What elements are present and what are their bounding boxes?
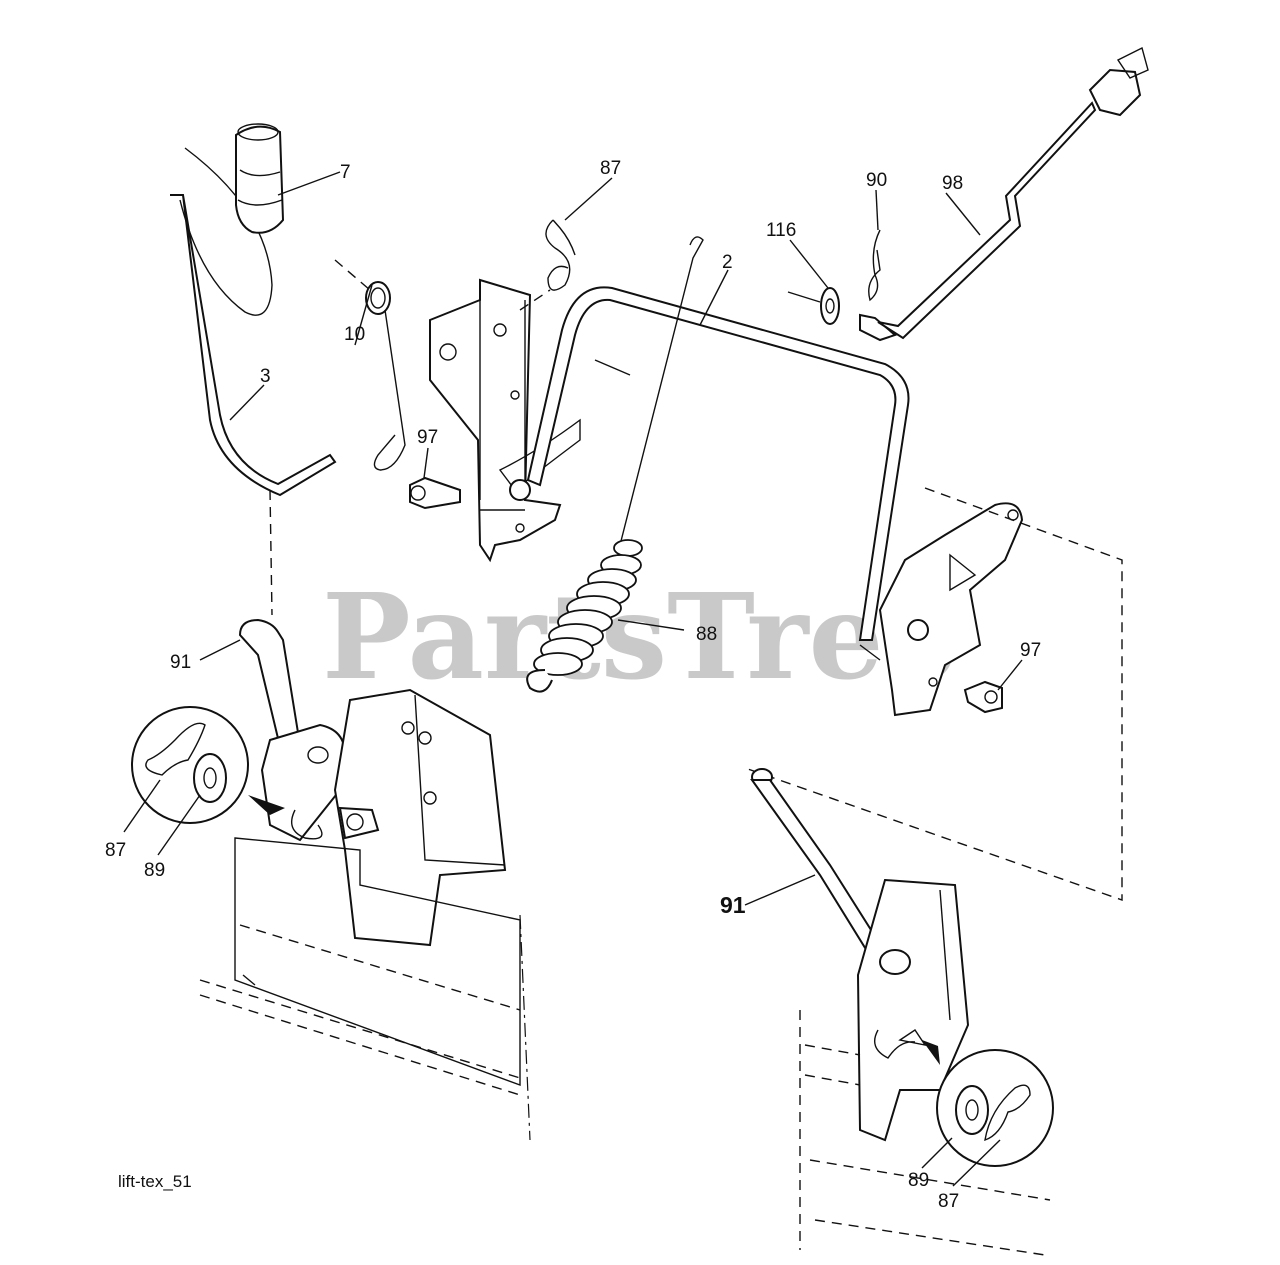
callout-98: 98 — [942, 173, 963, 194]
detail-circle-right[interactable] — [922, 1040, 1054, 1167]
callout-10: 10 — [344, 324, 365, 345]
right-lift-bracket[interactable] — [859, 502, 1024, 717]
part-3-lift-lever-rod[interactable] — [170, 194, 337, 497]
callout-labels: 7 87 90 98 116 2 10 3 97 88 97 91 87 89 … — [105, 158, 1041, 1212]
watermark: PartsTree TM — [322, 567, 959, 706]
part-90-clip[interactable] — [868, 229, 881, 302]
callout-91-left: 91 — [170, 652, 191, 673]
callout-3: 3 — [260, 366, 271, 387]
callout-89-left: 89 — [144, 860, 165, 881]
callout-87-top: 87 — [600, 158, 621, 179]
callout-2: 2 — [722, 252, 733, 273]
part-7-handle-grip[interactable] — [179, 123, 285, 316]
callout-116: 116 — [766, 220, 796, 241]
part-10-spring[interactable] — [334, 259, 406, 471]
callout-97-right: 97 — [1020, 640, 1041, 661]
part-97-bolt-right[interactable] — [963, 680, 1003, 714]
callout-91-right: 91 — [720, 892, 746, 918]
detail-circle-left[interactable] — [131, 706, 285, 824]
center-bracket[interactable] — [429, 278, 581, 563]
part-88-extension-spring[interactable] — [526, 236, 704, 693]
callout-90: 90 — [866, 170, 887, 191]
right-lower-assembly[interactable] — [750, 768, 1051, 1256]
left-lower-assembly[interactable] — [199, 489, 531, 1141]
part-87-clip-top[interactable] — [519, 219, 576, 311]
part-98-rod[interactable] — [859, 46, 1149, 342]
callout-7: 7 — [340, 162, 351, 183]
reference-outline-right — [744, 487, 1123, 901]
leader-lines — [123, 171, 1023, 1187]
drawing-code: lift-tex_51 — [118, 1172, 192, 1191]
callout-88: 88 — [696, 624, 717, 645]
callout-89-right: 89 — [908, 1170, 929, 1191]
callout-97-left: 97 — [417, 427, 438, 448]
callout-87-left: 87 — [105, 840, 126, 861]
part-116-washer[interactable] — [787, 287, 840, 325]
part-97-bolt-left[interactable] — [409, 476, 461, 510]
watermark-text: PartsTree — [322, 567, 959, 706]
callout-87-right: 87 — [938, 1191, 959, 1212]
part-2-lift-shaft[interactable] — [526, 286, 910, 641]
